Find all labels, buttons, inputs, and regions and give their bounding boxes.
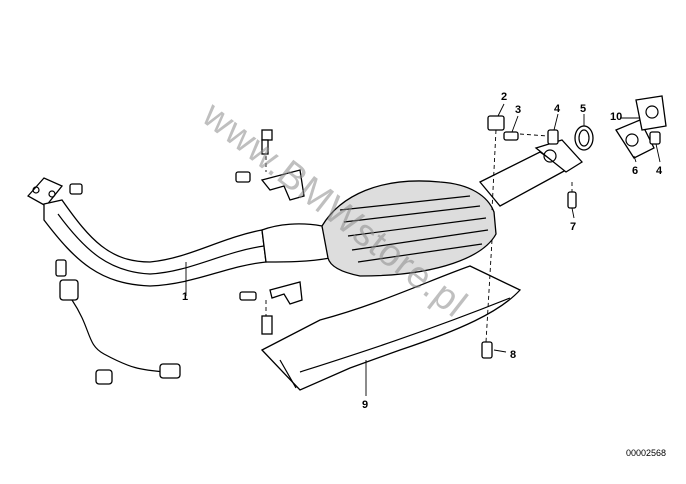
catalytic-converter <box>321 139 584 277</box>
callout-6: 6 <box>632 165 638 177</box>
leader-lines <box>185 103 661 396</box>
callout-5: 5 <box>580 103 586 115</box>
callout-8: 8 <box>510 349 516 361</box>
assembly-lines <box>265 129 573 343</box>
callout-4b: 4 <box>656 165 663 177</box>
callout-labels: 1 2 3 4 4 5 6 7 8 9 10 <box>182 91 663 411</box>
sensor-cable <box>55 259 181 385</box>
right-hardware <box>481 95 667 359</box>
callout-2: 2 <box>501 91 507 103</box>
callout-9: 9 <box>362 399 368 411</box>
callout-4a: 4 <box>554 103 561 115</box>
callout-3: 3 <box>515 104 521 116</box>
callout-10: 10 <box>610 111 622 123</box>
callout-1: 1 <box>182 291 188 303</box>
drawing-number: 00002568 <box>626 448 666 458</box>
heat-shield <box>260 265 522 391</box>
callout-7: 7 <box>570 221 576 233</box>
